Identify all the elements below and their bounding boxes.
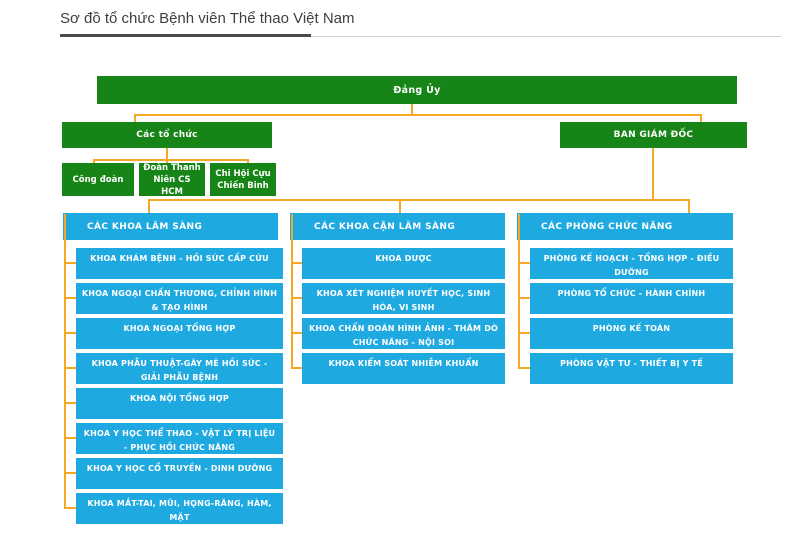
connector-stub	[518, 332, 530, 334]
connector-stub	[291, 297, 302, 299]
connector-stub	[518, 367, 530, 369]
page-title: Sơ đồ tổ chức Bệnh viên Thể thao Việt Na…	[60, 10, 355, 27]
org-node-dang-uy: Đảng Ủy	[97, 76, 737, 104]
connector-stub	[518, 262, 530, 264]
connector-drop-cong-doan	[93, 159, 95, 165]
connector-stub	[64, 472, 76, 474]
org-node-chi-hoi-cuu-chien-binh: Chi Hội Cựu Chiến Binh	[210, 163, 276, 196]
connector-stub	[64, 402, 76, 404]
connector-stub	[64, 507, 76, 509]
dept-node: KHOA PHẪU THUẬT-GÂY MÊ HỒI SỨC - GIẢI PH…	[76, 353, 283, 384]
connector-root-drop	[411, 104, 413, 116]
column-header-cac-khoa-can-lam-sang: CÁC KHOA CẬN LÂM SÀNG	[290, 213, 505, 240]
column-header-cac-khoa-lam-sang: CÁC KHOA LÂM SÀNG	[63, 213, 278, 240]
dept-node: KHOA NGOẠI TỔNG HỢP	[76, 318, 283, 349]
org-node-doan-thanh-nien: Đoàn Thanh Niên CS HCM	[139, 163, 205, 197]
connector-stub	[518, 297, 530, 299]
title-rule-dark	[60, 34, 311, 37]
connector-drop-chi-hoi	[247, 159, 249, 165]
connector-drop-col-can-lam-sang	[399, 199, 401, 214]
connector-orgs-horizontal	[93, 159, 249, 161]
connector-spine-col1	[64, 214, 66, 509]
org-node-cac-to-chuc: Các tổ chức	[62, 122, 272, 148]
connector-stub	[291, 367, 302, 369]
dept-node: PHÒNG VẬT TƯ - THIẾT BỊ Y TẾ	[530, 353, 733, 384]
dept-node: KHOA KIỂM SOÁT NHIỄM KHUẨN	[302, 353, 505, 384]
connector-drop-ban-giam-doc	[700, 114, 702, 123]
connector-stub	[64, 332, 76, 334]
connector-drop-col-phong	[688, 199, 690, 214]
dept-node: KHOA MẮT-TAI, MŨI, HỌNG-RĂNG, HÀM, MẶT	[76, 493, 283, 524]
column-header-cac-phong-chuc-nang: CÁC PHÒNG CHỨC NĂNG	[517, 213, 733, 240]
connector-stub	[64, 367, 76, 369]
connector-stub	[64, 297, 76, 299]
org-node-ban-giam-doc: BAN GIÁM ĐỐC	[560, 122, 747, 148]
dept-node: KHOA Y HỌC CỔ TRUYỀN - DINH DƯỠNG	[76, 458, 283, 489]
connector-cactochuc-drop	[166, 148, 168, 161]
dept-node: PHÒNG KẾ HOẠCH - TỔNG HỢP - ĐIỀU DƯỠNG	[530, 248, 733, 279]
dept-node: KHOA Y HỌC THỂ THAO - VẬT LÝ TRỊ LIỆU - …	[76, 423, 283, 454]
connector-spine-col2	[291, 214, 293, 369]
connector-drop-col-lam-sang	[148, 199, 150, 214]
connector-drop-cac-to-chuc	[134, 114, 136, 123]
connector-stub	[64, 437, 76, 439]
connector-stub	[64, 262, 76, 264]
dept-node: PHÒNG TỔ CHỨC - HÀNH CHÍNH	[530, 283, 733, 314]
connector-level2-horizontal	[134, 114, 702, 116]
dept-node: KHOA XÉT NGHIỆM HUYẾT HỌC, SINH HÓA, VI …	[302, 283, 505, 314]
connector-spine-col3	[518, 214, 520, 369]
dept-node: PHÒNG KẾ TOÁN	[530, 318, 733, 349]
connector-stub	[291, 332, 302, 334]
dept-node: KHOA DƯỢC	[302, 248, 505, 279]
org-node-cong-doan: Công đoàn	[62, 163, 134, 196]
dept-node: KHOA CHẨN ĐOÁN HÌNH ẢNH - THĂM DÒ CHỨC N…	[302, 318, 505, 349]
dept-node: KHOA KHÁM BỆNH - HỒI SỨC CẤP CỨU	[76, 248, 283, 279]
dept-node: KHOA NGOẠI CHẤN THƯƠNG, CHỈNH HÌNH & TẠO…	[76, 283, 283, 314]
connector-drop-doan-thanh-nien	[166, 159, 168, 165]
connector-bgd-drop	[652, 148, 654, 201]
connector-stub	[291, 262, 302, 264]
dept-node: KHOA NỘI TỔNG HỢP	[76, 388, 283, 419]
title-rule-light	[60, 36, 781, 37]
connector-columns-horizontal	[148, 199, 690, 201]
